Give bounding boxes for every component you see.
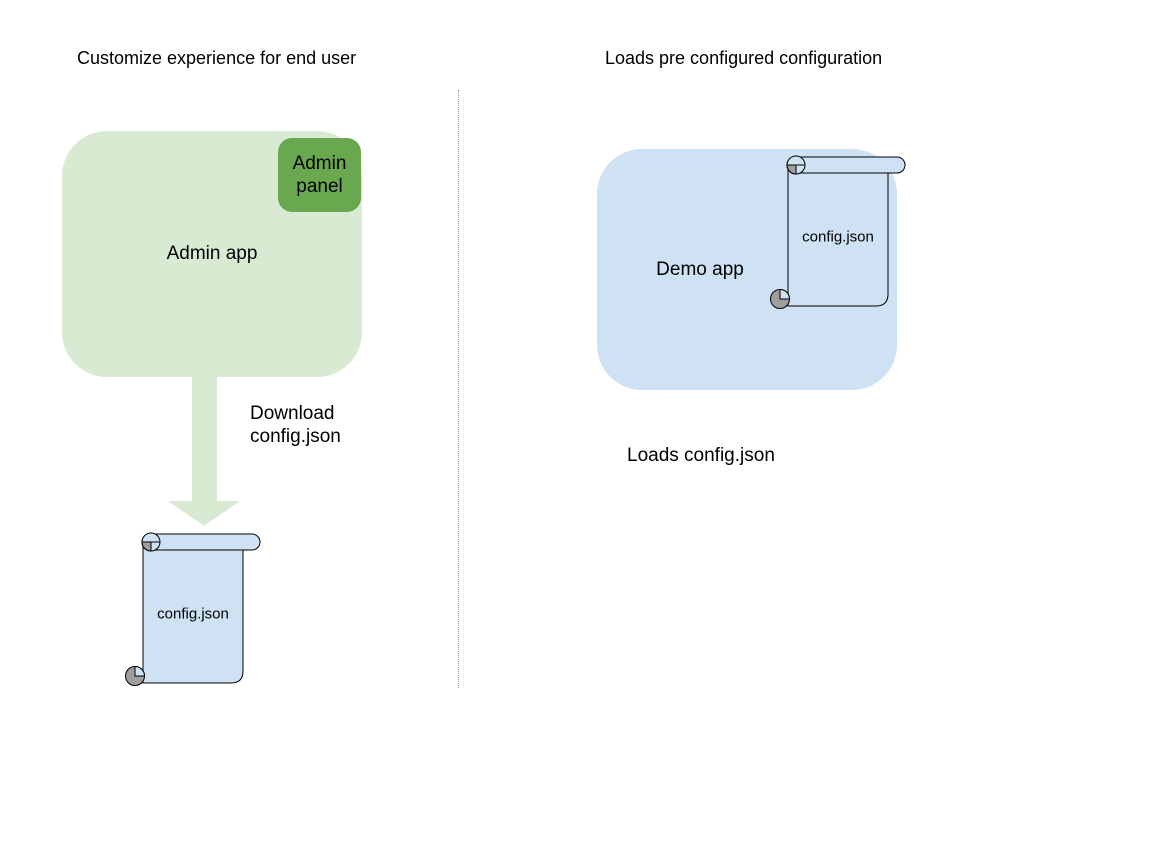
download-arrow-shape	[168, 377, 240, 526]
scroll-body	[142, 541, 244, 684]
admin-panel-box: Admin panel	[278, 138, 361, 212]
config-json-scroll-icon-left	[125, 532, 261, 686]
demo-app-label: Demo app	[656, 259, 744, 280]
section-divider-line	[458, 90, 459, 688]
config-json-scroll-icon-right	[770, 155, 906, 309]
scroll-bottom-curl-notch	[134, 665, 146, 677]
loads-config-caption: Loads config.json	[627, 445, 775, 466]
right-section-title: Loads pre configured configuration	[605, 48, 883, 68]
scroll-body	[787, 164, 889, 307]
config-json-label-right: config.json	[802, 228, 874, 246]
download-arrow-icon	[168, 377, 240, 526]
left-section-title: Customize experience for end user	[77, 48, 357, 68]
download-arrow-label: Download config.json	[250, 403, 341, 447]
admin-panel-label: Admin panel	[292, 153, 347, 197]
scroll-bottom-curl-notch	[779, 288, 791, 300]
config-json-label-left: config.json	[157, 605, 229, 623]
admin-app-label: Admin app	[166, 243, 258, 264]
scroll-top-curl-shade	[141, 541, 152, 552]
scroll-top-curl-shade	[786, 164, 797, 175]
